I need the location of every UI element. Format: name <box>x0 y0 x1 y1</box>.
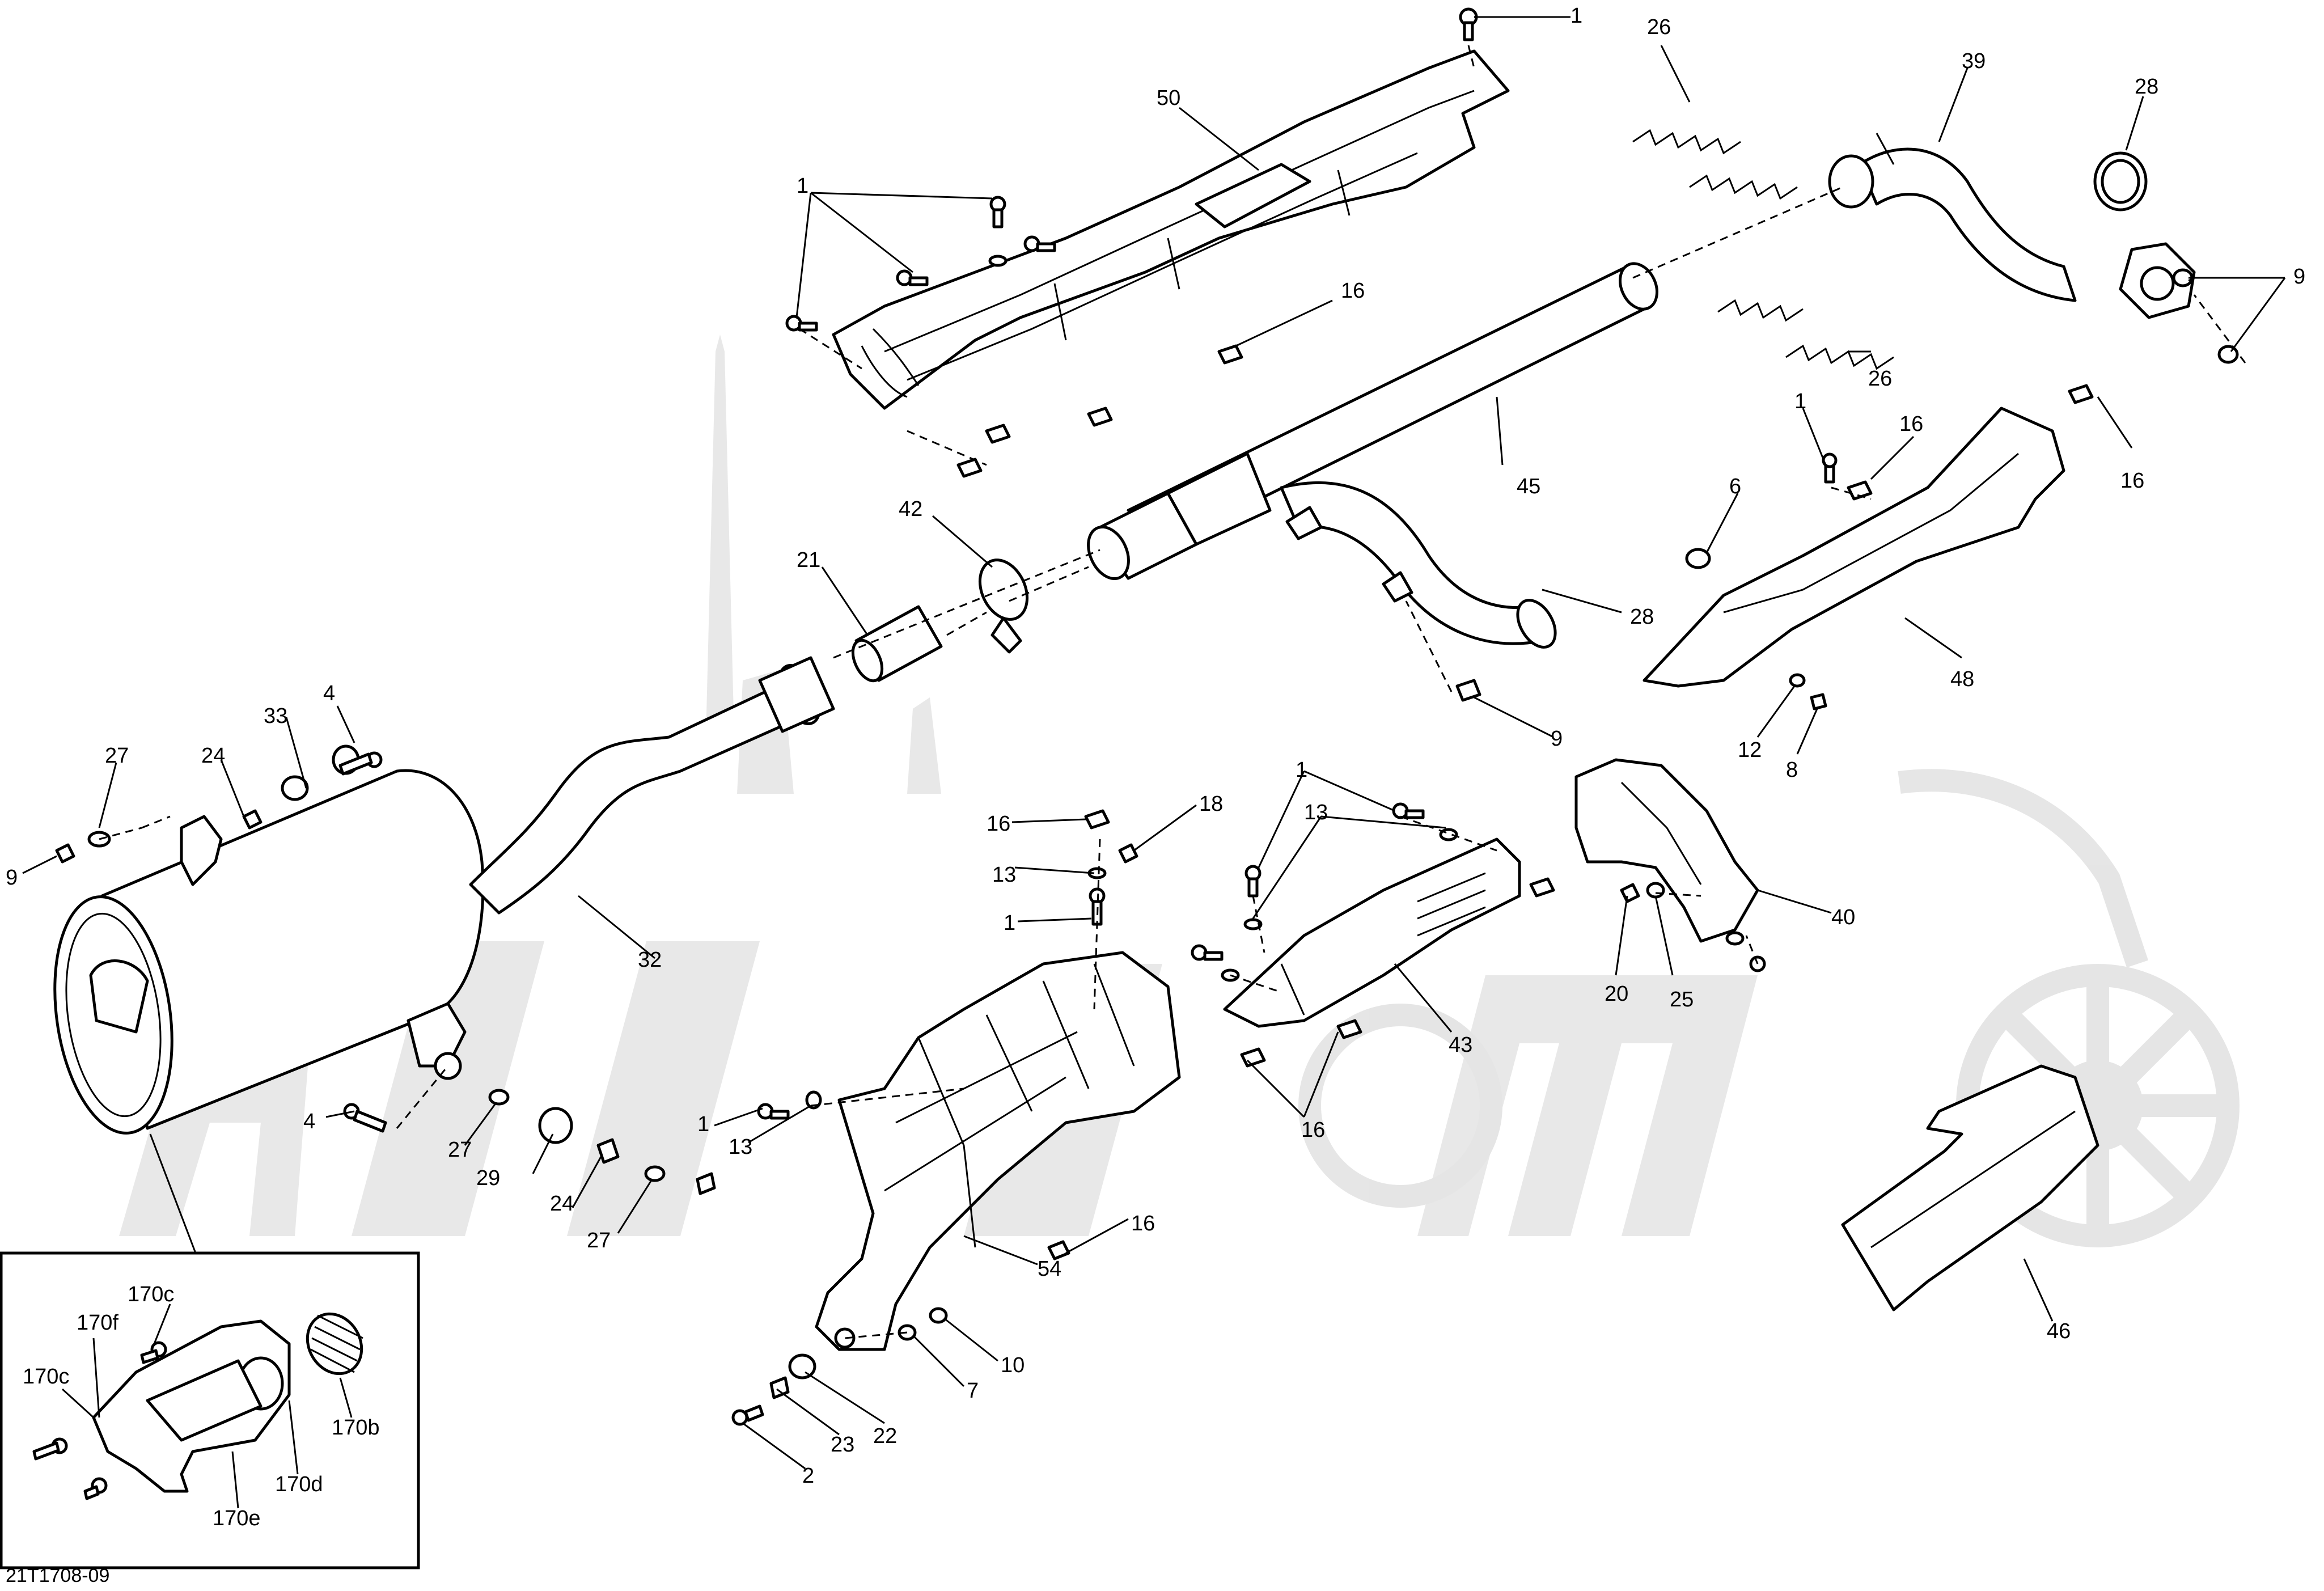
inset-callout-170c: 170c <box>128 1283 174 1306</box>
inset-callout-170d: 170d <box>275 1472 323 1496</box>
inset-170 <box>0 1251 420 1569</box>
callout-27: 27 <box>448 1138 472 1162</box>
callout-labels: 1 26 39 28 50 1 16 9 45 26 1 16 16 6 42 … <box>6 4 2305 1586</box>
callout-33: 33 <box>264 704 287 728</box>
callout-1: 1 <box>697 1112 709 1136</box>
callout-26: 26 <box>1868 367 1892 391</box>
callout-9: 9 <box>2293 265 2305 289</box>
heat-shield-40 <box>1574 758 1759 943</box>
heat-shield-43 <box>1223 837 1521 1028</box>
callout-12: 12 <box>1738 738 1762 762</box>
callout-42: 42 <box>899 497 922 521</box>
springs-26 <box>1632 129 1894 370</box>
callout-16: 16 <box>987 812 1010 836</box>
callout-7: 7 <box>967 1379 979 1403</box>
callout-4: 4 <box>303 1110 315 1133</box>
callout-16: 16 <box>1301 1118 1325 1142</box>
callout-1: 1 <box>1296 758 1307 782</box>
callout-18: 18 <box>1199 792 1223 816</box>
callout-16: 16 <box>1341 279 1365 303</box>
callout-1: 1 <box>1571 4 1582 28</box>
heat-shield-48 <box>1643 407 2065 688</box>
leader-lines <box>22 16 2286 1470</box>
inset-callout-170f: 170f <box>77 1311 118 1335</box>
callout-45: 45 <box>1517 475 1540 498</box>
heat-shield-50 <box>832 49 1510 410</box>
callout-9: 9 <box>1551 727 1563 751</box>
assembly-lines <box>99 45 2246 1339</box>
callout-1: 1 <box>1794 390 1806 413</box>
callout-50: 50 <box>1157 86 1180 110</box>
callout-27: 27 <box>587 1229 611 1253</box>
callout-22: 22 <box>873 1424 897 1448</box>
callout-25: 25 <box>1670 988 1694 1012</box>
callout-16: 16 <box>2120 469 2144 493</box>
heat-shield-54 <box>815 951 1181 1351</box>
exhaust-pipe-45 <box>1087 262 1658 649</box>
callout-13: 13 <box>1304 801 1328 824</box>
callout-9: 9 <box>6 866 18 890</box>
callout-39: 39 <box>1962 49 1986 73</box>
callout-43: 43 <box>1449 1033 1472 1057</box>
heat-shield-46 <box>1841 1064 2099 1311</box>
muffler <box>53 769 485 1135</box>
callout-32: 32 <box>638 948 662 972</box>
callout-54: 54 <box>1038 1257 1061 1281</box>
diagram-reference-code: 21T1708-09 <box>6 1565 109 1586</box>
clamp-42 <box>978 558 1029 654</box>
callout-10: 10 <box>1001 1353 1025 1377</box>
callout-24: 24 <box>550 1192 574 1216</box>
callout-2: 2 <box>802 1464 814 1488</box>
callout-23: 23 <box>831 1433 854 1457</box>
callout-27: 27 <box>105 744 129 768</box>
gasket-28-top <box>2093 151 2148 211</box>
callout-4: 4 <box>323 682 335 705</box>
callout-1: 1 <box>797 174 808 198</box>
callout-8: 8 <box>1786 758 1798 782</box>
header-pipe-39 <box>1828 133 2196 319</box>
callout-20: 20 <box>1605 982 1628 1006</box>
inset-callout-170c: 170c <box>23 1365 69 1389</box>
callout-16: 16 <box>1899 412 1923 436</box>
callout-48: 48 <box>1950 667 1974 691</box>
callout-29: 29 <box>476 1166 500 1190</box>
callout-13: 13 <box>729 1135 752 1159</box>
callout-40: 40 <box>1831 905 1855 929</box>
callout-26: 26 <box>1647 15 1671 39</box>
callout-46: 46 <box>2047 1319 2071 1343</box>
callout-16: 16 <box>1131 1212 1155 1235</box>
inset-callout-170b: 170b <box>332 1416 380 1440</box>
callout-28: 28 <box>1630 605 1654 629</box>
sleeve-21 <box>851 605 943 683</box>
pipe-32 <box>469 656 835 915</box>
callout-6: 6 <box>1729 475 1741 498</box>
callout-13: 13 <box>992 863 1016 887</box>
callout-24: 24 <box>201 744 225 768</box>
callout-21: 21 <box>797 548 820 572</box>
callout-1: 1 <box>1004 911 1015 935</box>
inset-callout-170e: 170e <box>213 1507 261 1530</box>
callout-28: 28 <box>2135 75 2158 99</box>
